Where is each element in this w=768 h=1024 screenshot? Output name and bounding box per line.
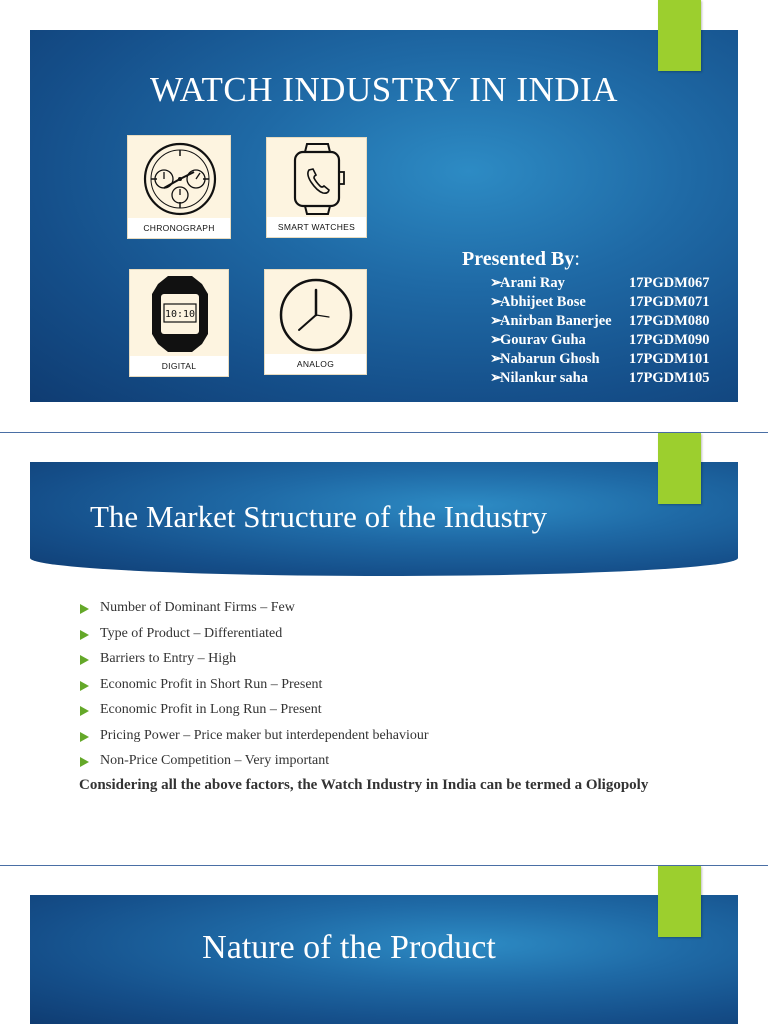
digital-watch-icon: 10:10 bbox=[152, 276, 208, 352]
slide-divider bbox=[0, 432, 768, 433]
arrow-icon: ➢ bbox=[490, 351, 503, 367]
digital-watch-card: 10:10 DIGITAL bbox=[129, 269, 229, 377]
slide-title: The Market Structure of the Industry bbox=[90, 499, 548, 534]
arrow-icon: ➢ bbox=[490, 294, 503, 310]
bullet-arrow-icon bbox=[80, 629, 89, 640]
member-id: 17PGDM105 bbox=[629, 370, 710, 386]
slide-title: Nature of the Product bbox=[202, 929, 496, 966]
member-id: 17PGDM071 bbox=[629, 294, 710, 310]
smart-watch-card: SMART WATCHES bbox=[266, 137, 367, 238]
member-row: ➢Nabarun Ghosh 17PGDM101 bbox=[490, 350, 710, 369]
bullet-text: Type of Product – Differentiated bbox=[100, 625, 283, 641]
member-id: 17PGDM101 bbox=[629, 351, 710, 367]
slide-divider bbox=[0, 865, 768, 866]
list-item: Barriers to Entry – High bbox=[78, 649, 429, 675]
bullet-text: Barriers to Entry – High bbox=[100, 651, 237, 666]
bullet-arrow-icon bbox=[80, 731, 89, 742]
market-structure-header: The Market Structure of the Industry bbox=[30, 462, 738, 576]
analog-caption: ANALOG bbox=[265, 354, 366, 374]
member-id: 17PGDM080 bbox=[629, 313, 710, 329]
analog-clock-icon bbox=[279, 278, 353, 352]
bullet-arrow-icon bbox=[80, 680, 89, 691]
member-id: 17PGDM090 bbox=[629, 332, 710, 348]
member-name: Abhijeet Bose bbox=[500, 294, 586, 310]
arrow-icon: ➢ bbox=[490, 332, 503, 348]
conclusion-text: Considering all the above factors, the W… bbox=[79, 777, 649, 793]
chronograph-watch-icon bbox=[143, 142, 217, 216]
smart-watch-caption: SMART WATCHES bbox=[267, 217, 366, 237]
bullet-text: Pricing Power – Price maker but interdep… bbox=[100, 727, 429, 743]
chronograph-caption: CHRONOGRAPH bbox=[128, 218, 230, 238]
bullet-arrow-icon bbox=[80, 655, 89, 665]
title-slide: WATCH INDUSTRY IN INDIA CHRONOGRAPH bbox=[30, 30, 738, 402]
member-row: ➢Anirban Banerjee 17PGDM080 bbox=[490, 312, 710, 331]
list-item: Non-Price Competition – Very important bbox=[78, 751, 429, 777]
digital-display-text: 10:10 bbox=[165, 309, 195, 320]
member-name: Anirban Banerjee bbox=[500, 313, 612, 329]
member-row: ➢Gourav Guha 17PGDM090 bbox=[490, 331, 710, 350]
presented-by-colon: : bbox=[574, 248, 580, 270]
member-name: Gourav Guha bbox=[500, 332, 586, 348]
bullet-arrow-icon bbox=[80, 757, 89, 767]
accent-tab bbox=[658, 433, 701, 504]
list-item: Type of Product – Differentiated bbox=[78, 624, 429, 650]
bullet-text: Non-Price Competition – Very important bbox=[100, 753, 330, 768]
arrow-icon: ➢ bbox=[490, 370, 503, 386]
list-item: Number of Dominant Firms – Few bbox=[78, 598, 429, 624]
nature-of-product-header: Nature of the Product bbox=[30, 895, 738, 1024]
analog-clock-card: ANALOG bbox=[264, 269, 367, 375]
presented-by-heading: Presented By: bbox=[462, 248, 580, 271]
member-name: Nilankur saha bbox=[500, 370, 588, 386]
accent-tab bbox=[658, 0, 701, 71]
list-item: Economic Profit in Short Run – Present bbox=[78, 675, 429, 701]
member-name: Arani Ray bbox=[500, 275, 565, 291]
list-item: Economic Profit in Long Run – Present bbox=[78, 700, 429, 726]
bullet-text: Economic Profit in Short Run – Present bbox=[100, 676, 323, 692]
digital-caption: DIGITAL bbox=[130, 356, 228, 376]
bullet-text: Number of Dominant Firms – Few bbox=[100, 600, 295, 615]
presented-by-label: Presented By bbox=[462, 248, 575, 270]
bullet-arrow-icon bbox=[80, 604, 89, 614]
smart-watch-icon bbox=[293, 143, 345, 215]
accent-tab bbox=[658, 866, 701, 937]
chronograph-card: CHRONOGRAPH bbox=[127, 135, 231, 239]
member-row: ➢Nilankur saha 17PGDM105 bbox=[490, 369, 710, 388]
arrow-icon: ➢ bbox=[490, 313, 503, 329]
bullet-list: Number of Dominant Firms – Few Type of P… bbox=[78, 598, 429, 777]
arrow-icon: ➢ bbox=[490, 275, 503, 291]
bullet-arrow-icon bbox=[80, 706, 89, 716]
member-row: ➢Abhijeet Bose 17PGDM071 bbox=[490, 293, 710, 312]
member-row: ➢Arani Ray 17PGDM067 bbox=[490, 274, 710, 293]
member-id: 17PGDM067 bbox=[629, 275, 710, 291]
list-item: Pricing Power – Price maker but interdep… bbox=[78, 726, 429, 752]
bullet-text: Economic Profit in Long Run – Present bbox=[100, 702, 322, 717]
slide-title: WATCH INDUSTRY IN INDIA bbox=[149, 70, 619, 109]
member-name: Nabarun Ghosh bbox=[500, 351, 600, 367]
